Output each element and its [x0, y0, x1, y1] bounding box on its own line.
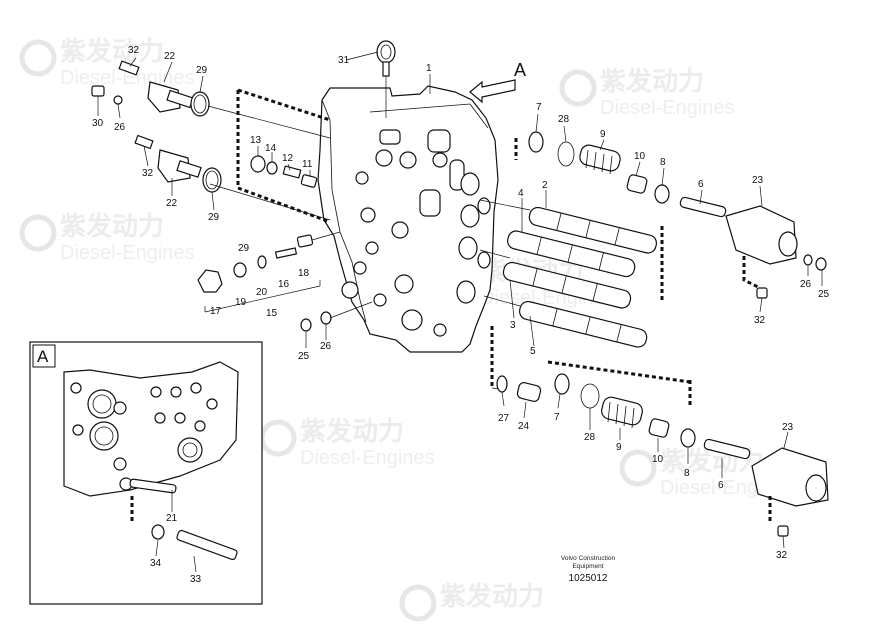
lower-spring-set	[496, 373, 829, 537]
callout-34: 34	[150, 558, 162, 569]
upper-spring-set	[528, 131, 827, 299]
watermark-cn: 紫发动力	[440, 581, 544, 611]
part-labels: 32 22 29 30 26 13 14 12 11 32 22 29 31 1…	[92, 45, 830, 585]
watermark-en: Diesel-Engines	[600, 97, 735, 119]
inset-label: A	[37, 347, 49, 366]
callout-26: 26	[800, 279, 812, 290]
caption-line-2: Equipment	[572, 563, 603, 570]
callout-29: 29	[208, 212, 220, 223]
inset-view-a: A	[29, 341, 263, 605]
watermark-cn: 紫发动力	[300, 416, 404, 446]
caption-block: Volvo Construction Equipment 1025012	[561, 555, 616, 584]
plug-assembly-upper	[250, 155, 318, 188]
watermark-cn: 紫发动力	[60, 36, 164, 66]
watermark-logo: 紫发动力 Diesel-Engines	[259, 416, 435, 469]
callout-10: 10	[652, 454, 664, 465]
callout-24: 24	[518, 421, 530, 432]
leader-lines	[97, 51, 823, 549]
callout-9: 9	[600, 129, 606, 140]
callout-25: 25	[818, 289, 830, 300]
callout-23: 23	[782, 422, 794, 433]
callout-6: 6	[698, 179, 704, 190]
watermark-en: Diesel-Engines	[60, 242, 195, 264]
callout-30: 30	[92, 118, 104, 129]
callout-32: 32	[754, 315, 766, 326]
callout-32: 32	[776, 550, 788, 561]
callout-6: 6	[718, 480, 724, 491]
callout-29: 29	[238, 243, 250, 254]
callout-28: 28	[558, 114, 570, 125]
callout-22: 22	[164, 51, 176, 62]
spool-2	[528, 206, 658, 254]
callout-22: 22	[166, 198, 178, 209]
mid-left-cover-group	[134, 134, 222, 193]
callout-16: 16	[278, 279, 290, 290]
view-arrow: A	[469, 60, 526, 104]
callout-15: 15	[266, 308, 278, 319]
callout-10: 10	[634, 151, 646, 162]
callout-26: 26	[114, 122, 126, 133]
guide-dash	[547, 360, 691, 384]
callout-32: 32	[128, 45, 140, 56]
watermark-cn: 紫发动力	[600, 66, 704, 96]
watermark-cn: 紫发动力	[60, 211, 164, 241]
callout-14: 14	[265, 143, 277, 154]
upper-left-cover-group	[91, 60, 331, 139]
callout-26: 26	[320, 341, 332, 352]
callout-31: 31	[338, 55, 350, 66]
callout-4: 4	[518, 188, 524, 199]
callout-20: 20	[256, 287, 268, 298]
callout-21: 21	[166, 513, 178, 524]
callout-25: 25	[298, 351, 310, 362]
callout-1: 1	[426, 63, 432, 74]
callout-9: 9	[616, 442, 622, 453]
callout-19: 19	[235, 297, 247, 308]
valve-body	[317, 85, 499, 353]
callout-2: 2	[542, 180, 548, 191]
callout-3: 3	[510, 320, 516, 331]
callout-33: 33	[190, 574, 202, 585]
callout-7: 7	[554, 412, 560, 423]
callout-23: 23	[752, 175, 764, 186]
watermark-logo: 紫发动力 Diesel-Engines	[19, 211, 195, 264]
callout-8: 8	[660, 157, 666, 168]
watermark-en: Diesel-Engines	[300, 447, 435, 469]
spool-group	[479, 199, 658, 348]
reference-number: 1025012	[569, 573, 608, 584]
callout-27: 27	[498, 413, 510, 424]
callout-13: 13	[250, 135, 262, 146]
callout-5: 5	[530, 346, 536, 357]
callout-8: 8	[684, 468, 690, 479]
spool-3	[502, 261, 632, 309]
spool-4	[507, 230, 636, 278]
guide-dash	[237, 88, 331, 122]
view-label: A	[514, 60, 526, 80]
watermark-en: Diesel-Engines	[60, 67, 195, 89]
callout-17: 17	[210, 306, 222, 317]
plug-assembly-lower	[197, 231, 341, 313]
watermark-logo: 紫发动力 Diesel-Engines	[19, 36, 195, 89]
plug-25-26-lower	[300, 301, 373, 332]
callout-11: 11	[302, 159, 313, 170]
callout-29: 29	[196, 65, 208, 76]
watermark-logo: 紫发动力 Diesel-Engines	[559, 66, 735, 119]
callout-32: 32	[142, 168, 154, 179]
callout-12: 12	[282, 153, 294, 164]
spool-5	[518, 300, 648, 348]
callout-18: 18	[298, 268, 310, 279]
caption-line-1: Volvo Construction	[561, 555, 616, 562]
watermark-logo: 紫发动力	[399, 581, 544, 622]
callout-28: 28	[584, 432, 596, 443]
callout-7: 7	[536, 102, 542, 113]
